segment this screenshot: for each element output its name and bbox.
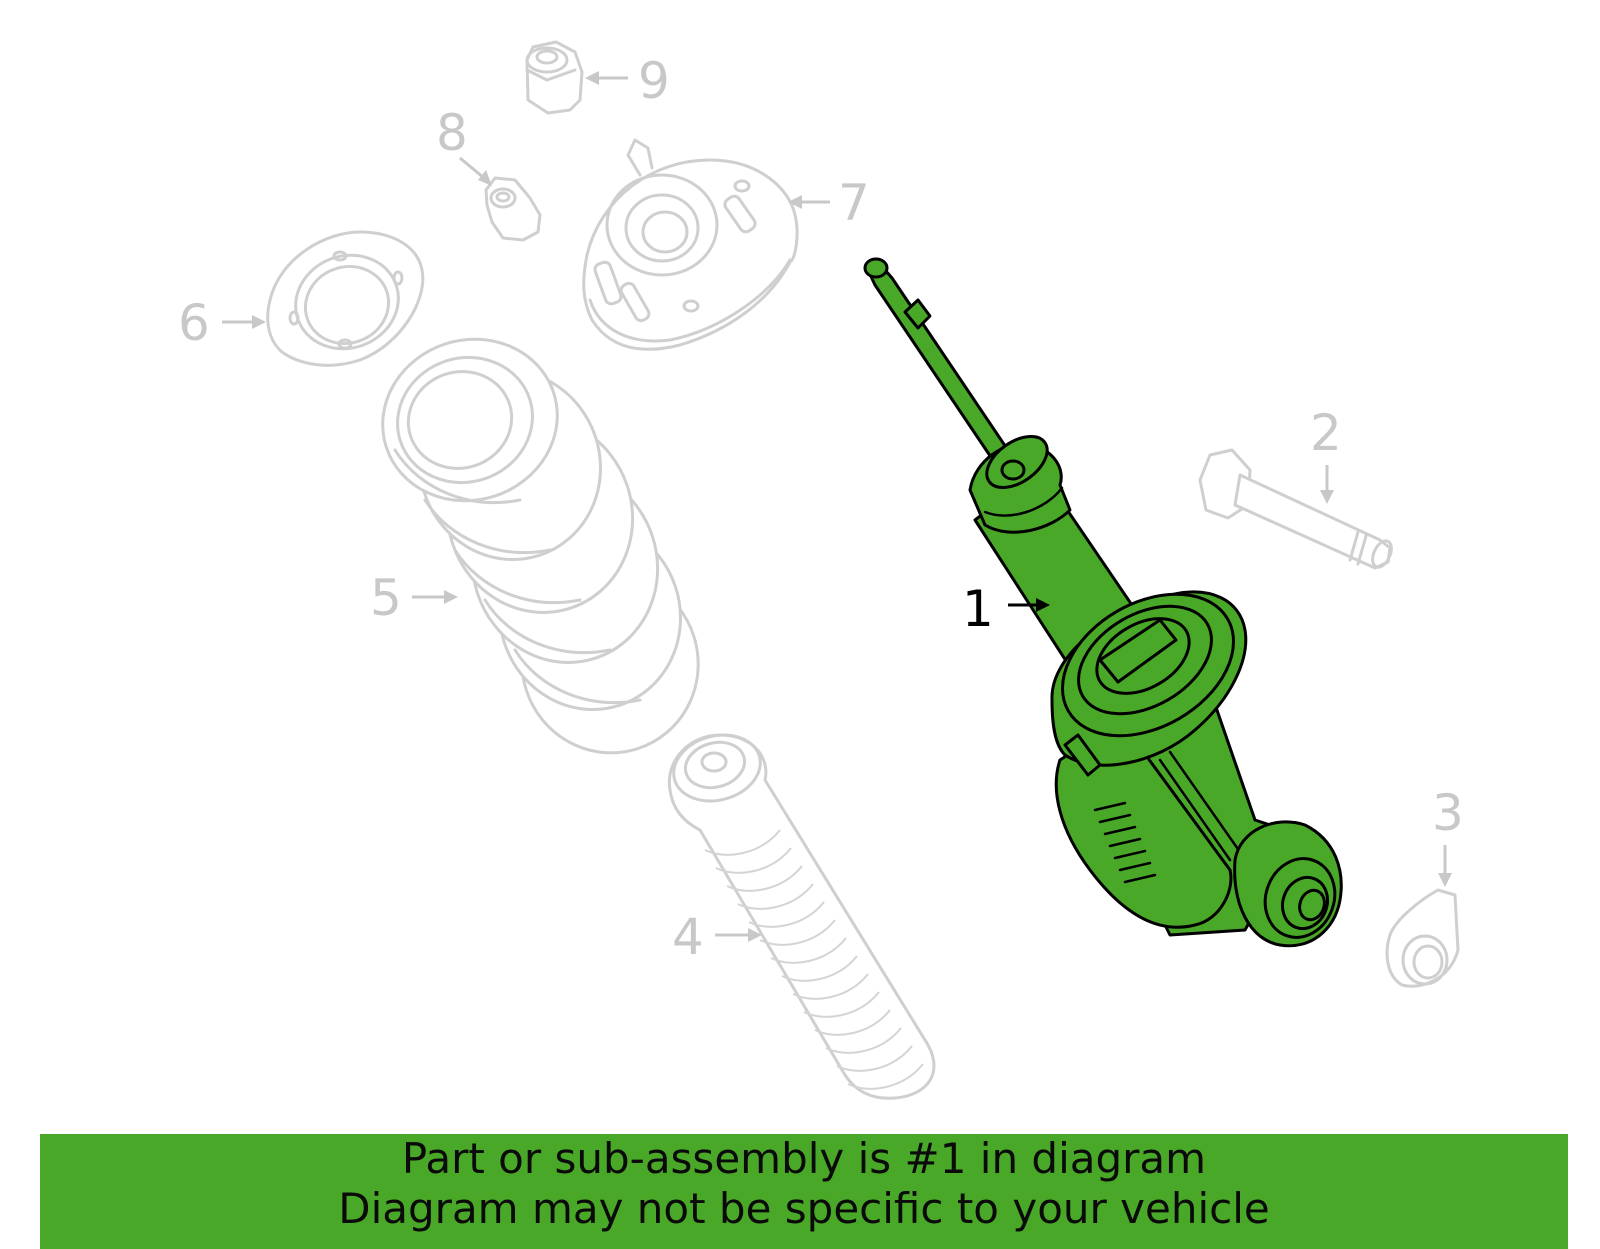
- callout-1-number: 1: [962, 580, 994, 638]
- part-2-bolt: [1198, 448, 1393, 570]
- callout-6-number: 6: [178, 294, 210, 352]
- part-5-coil-spring: [381, 337, 700, 755]
- callout-3-number: 3: [1432, 784, 1464, 842]
- parts-diagram: 9 8 7: [178, 40, 1464, 1100]
- part-3-nut: [1385, 888, 1460, 988]
- callout-1: 1: [962, 580, 1050, 638]
- callout-9-number: 9: [638, 52, 670, 110]
- callout-5: 5: [370, 569, 458, 627]
- part-9-nut: [525, 40, 584, 115]
- part-6-spring-seat: [266, 230, 425, 367]
- part-4-dust-boot: [667, 733, 936, 1100]
- part-1-strut-assembly: [863, 257, 1343, 948]
- callout-4: 4: [672, 908, 762, 966]
- banner-line-1: Part or sub-assembly is #1 in diagram: [401, 1134, 1207, 1183]
- callout-5-number: 5: [370, 569, 402, 627]
- callout-6: 6: [178, 294, 266, 352]
- callout-9: 9: [585, 52, 670, 110]
- callout-2-number: 2: [1310, 404, 1342, 462]
- callout-8-number: 8: [436, 104, 468, 162]
- callout-7-number: 7: [838, 174, 870, 232]
- callout-7: 7: [788, 174, 870, 232]
- banner-line-2: Diagram may not be specific to your vehi…: [338, 1184, 1270, 1233]
- part-7-upper-mount: [582, 138, 799, 351]
- callout-3: 3: [1432, 784, 1464, 887]
- part-8-nut: [484, 176, 542, 242]
- callout-4-number: 4: [672, 908, 704, 966]
- callout-2: 2: [1310, 404, 1342, 504]
- callout-8: 8: [436, 104, 492, 186]
- info-banner: Part or sub-assembly is #1 in diagram Di…: [40, 1134, 1568, 1249]
